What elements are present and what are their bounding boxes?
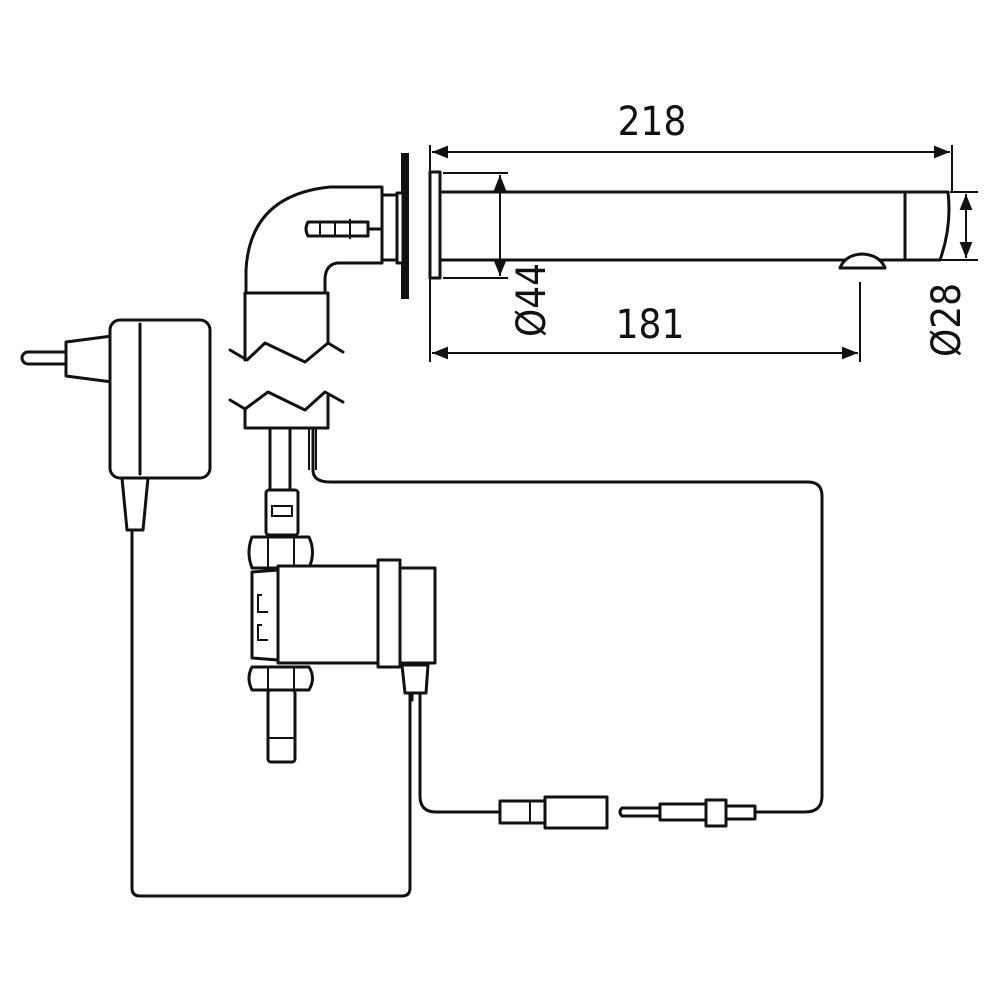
dimension-181-label: 181 — [616, 302, 685, 348]
valve-cable — [418, 691, 502, 814]
power-cable — [130, 528, 412, 898]
power-adapter — [20, 318, 412, 898]
inlet-pipe — [266, 688, 297, 764]
dimension-44-label: Ø44 — [509, 263, 555, 337]
male-connector — [618, 806, 662, 818]
spout — [428, 170, 951, 280]
elbow-pipe — [228, 185, 824, 814]
hose-barb — [304, 220, 370, 238]
dimension-28-label: Ø28 — [924, 283, 970, 357]
dimension-218-label: 218 — [618, 99, 687, 145]
bottom-nut — [247, 665, 314, 692]
wall-mount — [380, 153, 409, 299]
coil-cap — [398, 566, 437, 665]
spout-flange — [428, 170, 442, 280]
coil-flange — [376, 558, 402, 669]
break-line-top — [228, 341, 345, 364]
cable-connectors — [498, 795, 757, 830]
sensor-cable — [311, 426, 824, 814]
plug-pin — [20, 350, 72, 366]
female-connector — [498, 799, 547, 825]
break-line-bottom — [228, 390, 345, 412]
adapter-body — [108, 318, 212, 480]
wall-plate — [401, 153, 409, 299]
solenoid-valve — [247, 488, 502, 814]
valve-body — [276, 564, 382, 665]
dimension-lines — [429, 145, 978, 362]
top-nut — [247, 535, 314, 570]
aerator — [838, 252, 887, 270]
